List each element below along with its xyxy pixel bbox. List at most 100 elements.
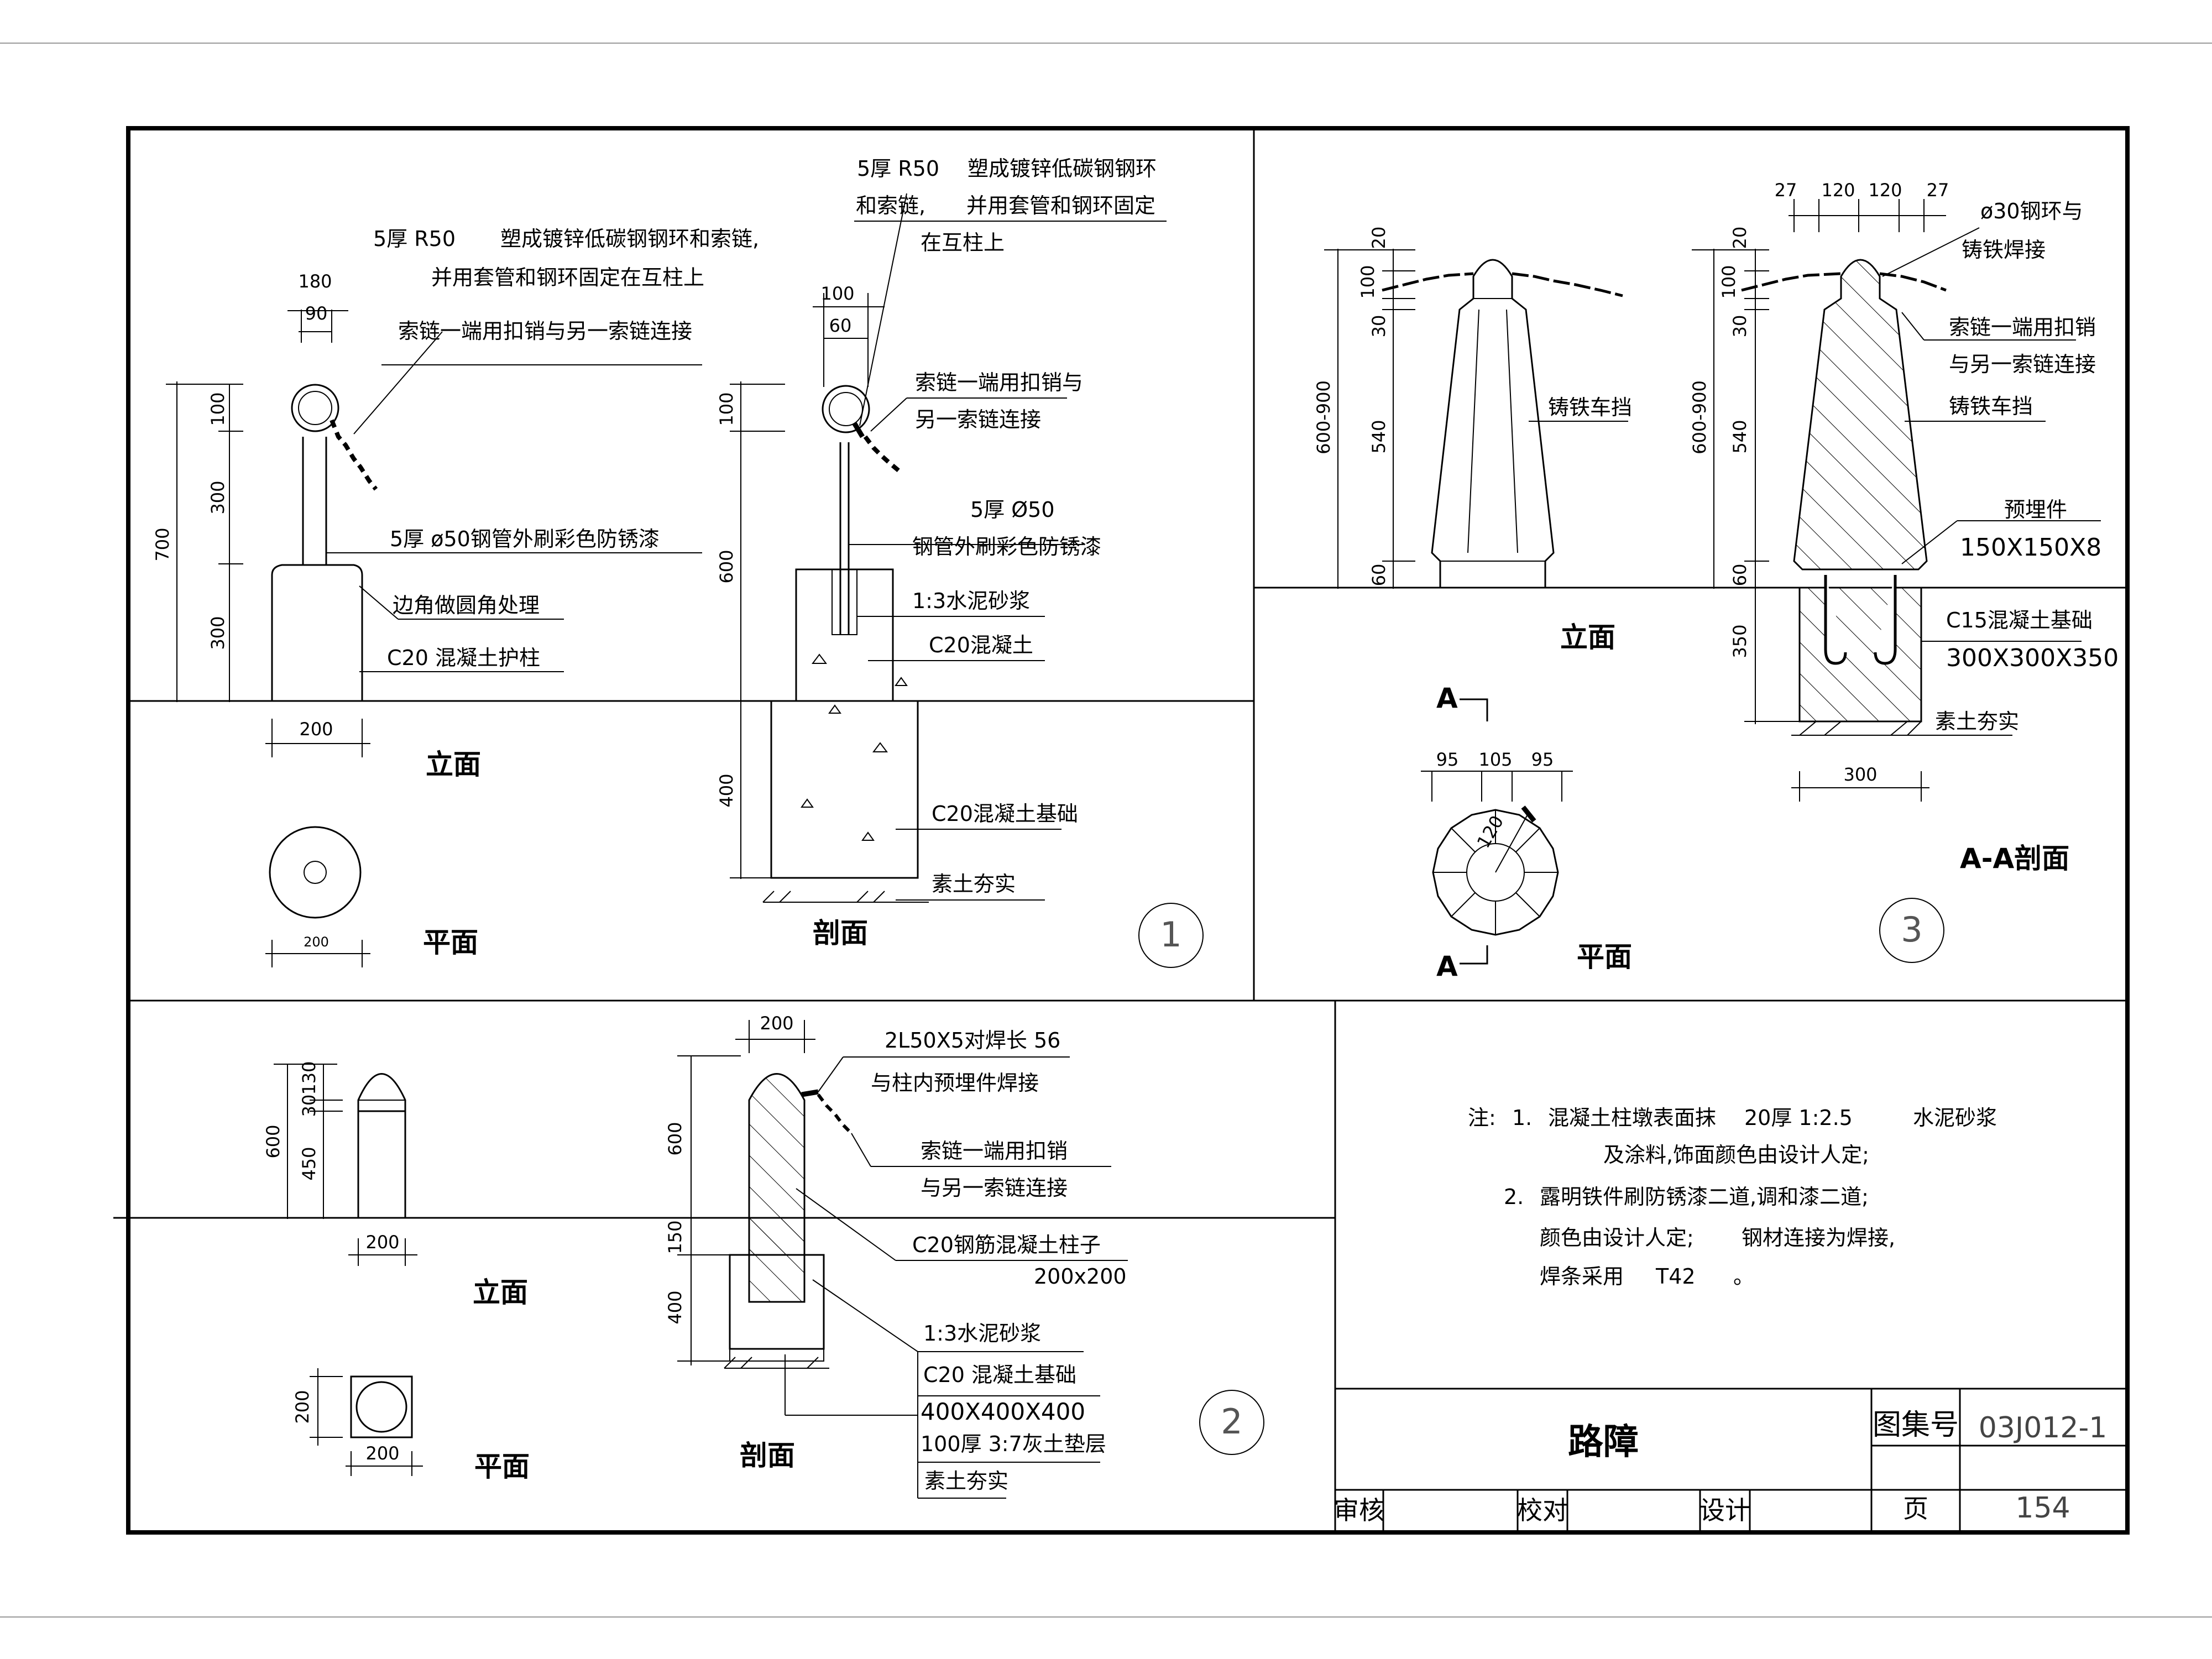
atlas-label: 图集号 (1873, 1409, 1959, 1442)
detail-3: 20 100 30 540 60 600-900 铸铁车挡 立面 (1254, 180, 2126, 982)
d3-plan-A-bottom: A (1436, 950, 1458, 982)
d3-plan-A-top: A (1436, 682, 1458, 714)
d1-section-dims (730, 293, 885, 879)
d3-number-circle (1879, 898, 1944, 963)
d3-s-note-ring-a: ø30钢环与 (1980, 199, 2083, 223)
d3-s-note-embed-a: 预埋件 (2004, 498, 2067, 522)
d1-s-dim-60: 60 (829, 315, 852, 336)
d1-e-dim-300b: 300 (207, 616, 228, 650)
notes-line5c: 。 (1733, 1264, 1754, 1289)
general-notes: 注: 1. 混凝土柱墩表面抹 20厚 1:2.5 水泥砂浆 及涂料,饰面颜色由设… (1468, 1106, 1997, 1289)
notes-line3: 露明铁件刷防锈漆二道,调和漆二道; (1540, 1185, 1869, 1209)
d2-e-dim-600: 600 (263, 1124, 284, 1158)
page-number: 154 (2015, 1491, 2070, 1525)
d2-s-dim-400: 400 (665, 1290, 686, 1324)
d2-s-note-foundation-a: C20 混凝土基础 (923, 1363, 1076, 1387)
d2-e-dim-30: 30 (299, 1095, 320, 1117)
d1-e-dim-200: 200 (299, 719, 333, 740)
d1-e-note-chain: 索链一端用扣销与另一索链连接 (398, 319, 692, 343)
d3-e-dim-540: 540 (1368, 420, 1389, 453)
d1-s-note-chain-b: 另一索链连接 (915, 407, 1041, 432)
d2-elevation-dims (274, 1064, 417, 1266)
d1-s-dim-100b: 100 (716, 392, 737, 426)
d1-s-note-ring-e: 在互柱上 (921, 231, 1005, 255)
d3-s-note-soil: 素土夯实 (1935, 709, 2019, 734)
d3-p-dim-120: 120 (1473, 812, 1508, 852)
d3-s-dim-20: 20 (1729, 227, 1750, 249)
d1-p-dim-200: 200 (304, 934, 329, 950)
d3-e-dim-100: 100 (1357, 265, 1378, 299)
d1-s-note-concrete: C20混凝土 (929, 633, 1033, 657)
d1-e-note-ring-b: 塑成镀锌低碳钢钢环和索链, (500, 227, 759, 251)
d3-section-label: A-A剖面 (1960, 842, 2069, 875)
d1-plan-label: 平面 (423, 927, 478, 959)
d3-s-note-chain-a: 索链一端用扣销 (1949, 315, 2096, 339)
sheet-title: 路障 (1568, 1422, 1639, 1463)
d1-e-note-corner: 边角做圆角处理 (393, 593, 540, 617)
d1-s-note-pipe-b: 钢管外刷彩色防锈漆 (912, 535, 1101, 559)
d2-s-note-soil: 素土夯实 (924, 1469, 1008, 1493)
notes-line2: 及涂料,饰面颜色由设计人定; (1603, 1143, 1869, 1167)
d2-s-note-column-b: 200x200 (1034, 1264, 1127, 1289)
d3-s-dim-30: 30 (1729, 315, 1750, 338)
d3-s-dim-120b: 120 (1868, 180, 1902, 201)
d2-elevation-post (357, 1073, 406, 1218)
d1-s-note-soil: 素土夯实 (932, 872, 1016, 896)
d2-s-dim-200: 200 (760, 1013, 793, 1034)
notes-prefix: 注: (1468, 1106, 1496, 1130)
d2-e-dim-200: 200 (365, 1232, 399, 1253)
d3-elevation-label: 立面 (1560, 621, 1615, 653)
d3-elevation-post (1382, 259, 1623, 588)
d1-s-dim-100: 100 (820, 283, 854, 304)
d3-plan-label: 平面 (1577, 941, 1632, 973)
d3-s-dim-60: 60 (1729, 564, 1750, 587)
d3-section-dims (1692, 199, 1946, 802)
d1-plan (269, 826, 362, 919)
d3-s-note-castiron: 铸铁车挡 (1949, 394, 2033, 418)
d2-number: 2 (1221, 1401, 1242, 1442)
detail-1: 180 90 100 300 300 700 200 5厚 R50 塑成镀锌低碳… (130, 156, 1254, 968)
d2-elevation-label: 立面 (473, 1276, 528, 1309)
notes-n2: 2. (1504, 1185, 1524, 1209)
d3-s-note-embed-b: 150X150X8 (1960, 533, 2101, 562)
d3-elevation-dims (1324, 249, 1415, 589)
notes-line4a: 颜色由设计人定; (1540, 1226, 1694, 1250)
d1-e-dim-300a: 300 (207, 480, 228, 514)
atlas-number: 03J012-1 (1979, 1411, 2108, 1445)
d3-s-note-ring-b: 铸铁焊接 (1962, 238, 2046, 262)
page-label: 页 (1903, 1494, 1928, 1524)
d2-p-dim-200b: 200 (365, 1443, 399, 1464)
d2-s-note-mortar: 1:3水泥砂浆 (923, 1321, 1041, 1346)
d1-e-note-concrete: C20 混凝土护柱 (387, 646, 540, 670)
d1-s-dim-400: 400 (716, 773, 737, 807)
d1-s-note-mortar: 1:3水泥砂浆 (912, 589, 1030, 613)
d2-section-dims (677, 1020, 815, 1365)
d1-e-dim-100: 100 (207, 392, 228, 426)
d2-s-note-lime: 100厚 3:7灰土垫层 (921, 1432, 1106, 1456)
d1-s-note-ring-c: 和索链, (856, 193, 925, 218)
d3-number: 3 (1901, 909, 1922, 950)
d2-s-note-chain-a: 索链一端用扣销 (921, 1139, 1068, 1163)
d3-s-note-foundation-b: 300X300X350 (1946, 644, 2119, 672)
d1-e-dim-90: 90 (305, 303, 328, 324)
d3-s-dim-350: 350 (1729, 624, 1750, 658)
notes-line1b: 20厚 1:2.5 (1744, 1106, 1853, 1130)
d2-s-dim-150: 150 (665, 1220, 686, 1254)
d3-s-dim-120a: 120 (1821, 180, 1855, 201)
d2-e-dim-450: 450 (299, 1147, 320, 1180)
d2-plan-label: 平面 (474, 1451, 530, 1483)
d1-number-circle (1138, 903, 1204, 968)
d1-s-note-pipe-a: 5厚 Ø50 (970, 498, 1055, 522)
d2-section-label: 剖面 (740, 1440, 795, 1472)
d3-s-dim-600-900: 600-900 (1689, 380, 1710, 454)
d3-e-dim-20: 20 (1368, 227, 1389, 249)
design-label: 设计 (1699, 1495, 1750, 1525)
d1-e-note-ring-c: 并用套管和钢环固定在互柱上 (431, 265, 704, 290)
d3-s-note-chain-b: 与另一索链连接 (1949, 352, 2096, 376)
d1-elevation-label: 立面 (426, 749, 481, 781)
d2-s-note-chain-b: 与另一索链连接 (921, 1176, 1068, 1200)
d3-s-dim-27a: 27 (1775, 180, 1797, 201)
d3-p-dim-95b: 95 (1531, 749, 1554, 770)
detail-2: 130 30 450 600 200 立面 200 200 平面 (113, 1013, 1335, 1499)
